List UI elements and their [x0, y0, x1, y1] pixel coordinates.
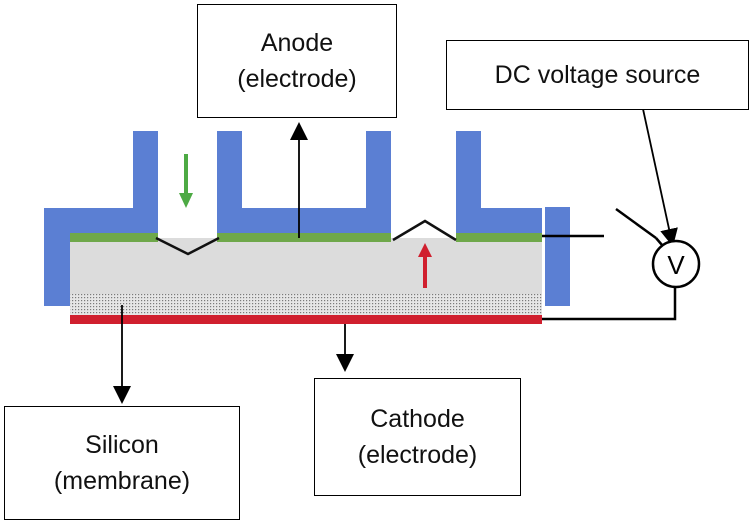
cathode-label-subtitle: (electrode) — [357, 441, 478, 469]
switch-wire — [655, 237, 663, 246]
circuit-wiring — [542, 207, 677, 321]
membrane-porous-layer — [70, 294, 542, 316]
silicon-label-subtitle: (membrane) — [53, 467, 191, 495]
silicon-label-title: Silicon — [85, 431, 159, 459]
dc-source-label-box: DC voltage source — [446, 40, 749, 110]
anode-label-subtitle: (electrode) — [237, 65, 357, 93]
switch-arm — [615, 207, 657, 240]
anode-label-box: Anode (electrode) — [197, 4, 397, 118]
silicon-label-box: Silicon (membrane) — [4, 406, 240, 520]
anode-strip-middle — [217, 233, 391, 242]
housing-middle-base — [217, 208, 391, 233]
cathode-wire — [542, 288, 677, 321]
housing-right-top — [456, 208, 542, 233]
housing-middle-right-post — [366, 131, 391, 233]
dc-source-callout-arrow — [642, 108, 678, 247]
connector-zigzag-right — [392, 219, 457, 242]
silicon-membrane — [70, 238, 542, 296]
anode-label-title: Anode — [260, 29, 334, 57]
ion-flow-arrow-head — [418, 243, 432, 257]
cathode-label-box: Cathode (electrode) — [314, 378, 521, 496]
dc-source-label: DC voltage source — [494, 61, 701, 89]
connector-zigzag-left — [155, 236, 220, 256]
anode-strip-right — [456, 233, 542, 242]
voltmeter-symbol: V — [667, 250, 685, 280]
anode-strip-left — [70, 233, 158, 242]
voltmeter-icon — [651, 239, 701, 289]
housing-left-post — [133, 131, 158, 233]
housing — [44, 131, 570, 306]
cathode-label-title: Cathode — [370, 405, 465, 433]
cathode-strip — [70, 315, 542, 324]
housing-right-wall — [545, 207, 570, 306]
inflow-arrow-head — [179, 193, 193, 208]
